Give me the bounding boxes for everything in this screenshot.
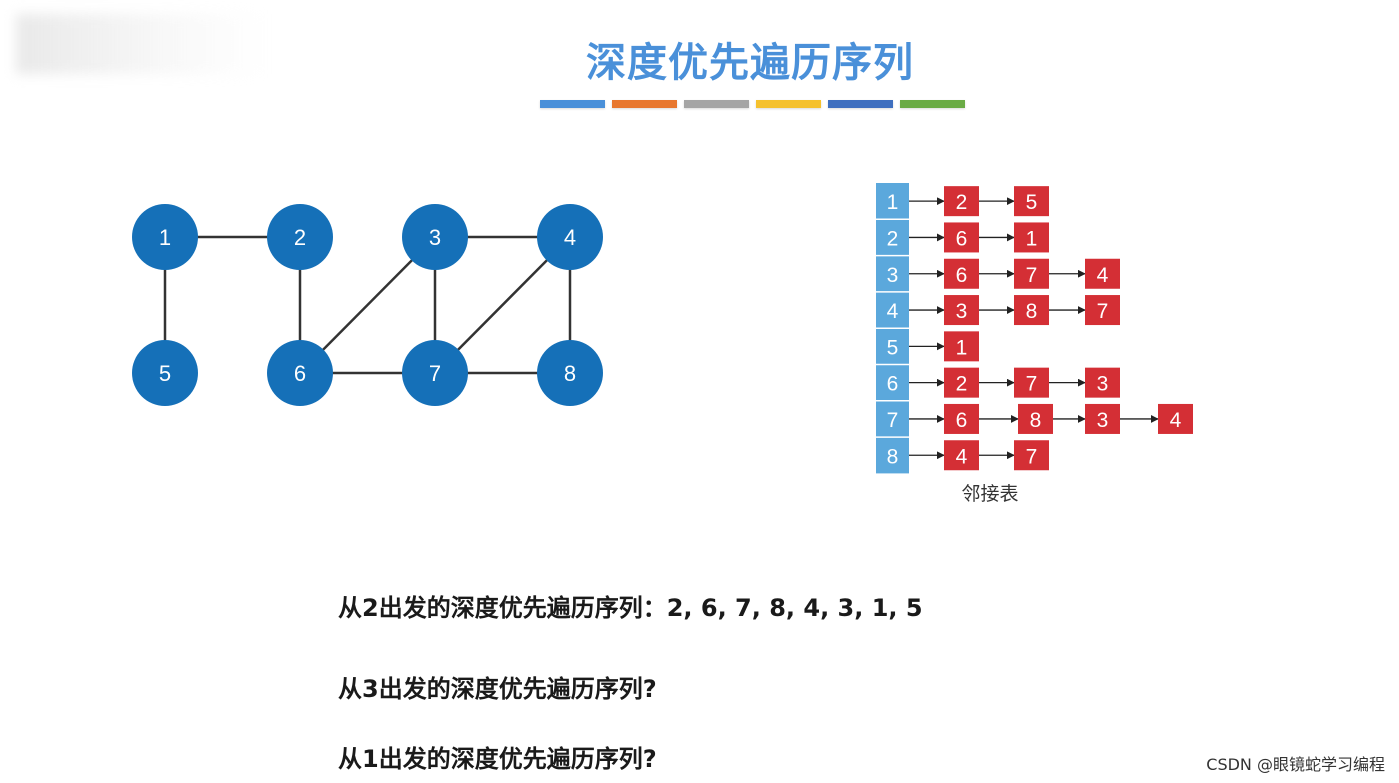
adjacency-cell-label: 2 [956, 373, 968, 396]
color-bar-segment [828, 100, 893, 108]
adjacency-cell [1085, 403, 1120, 434]
adjacency-cell-label: 6 [956, 264, 968, 287]
adjacency-head-label: 1 [887, 191, 899, 214]
adjacency-cell [944, 331, 979, 362]
adjacency-cell-label: 3 [1097, 409, 1109, 432]
adjacency-cell [1014, 222, 1049, 253]
adjacency-cell [944, 440, 979, 471]
node-label: 6 [294, 361, 306, 386]
color-bar-segment [756, 100, 821, 108]
adjacency-head-label: 6 [887, 373, 899, 396]
graph-node: 6 [267, 340, 333, 406]
adjacency-cell [1085, 295, 1120, 326]
adjacency-cell [1014, 440, 1049, 471]
adjacency-cell [1014, 186, 1049, 217]
adjacency-cell-label: 7 [1026, 445, 1038, 468]
graph-edges [163, 235, 572, 375]
adjacency-cell-label: 6 [956, 227, 968, 250]
adjacency-cell-label: 4 [1170, 409, 1182, 432]
adjacency-cell-label: 8 [1026, 300, 1038, 323]
adjacency-cell [944, 186, 979, 217]
node-circle [267, 340, 333, 406]
adjacency-cell [1158, 403, 1193, 434]
adjacency-cell-label: 7 [1026, 373, 1038, 396]
graph-node: 2 [267, 204, 333, 270]
node-circle [537, 340, 603, 406]
adjacency-cell [1014, 295, 1049, 326]
question-from-3: 从3出发的深度优先遍历序列? [338, 675, 657, 703]
color-bar-segment [900, 100, 965, 108]
graph-node: 8 [537, 340, 603, 406]
adjacency-head-label: 7 [887, 409, 899, 432]
graph-node: 1 [132, 204, 198, 270]
adjacency-cell [1018, 403, 1053, 434]
adjacency-cell-label: 7 [1097, 300, 1109, 323]
adjacency-cell-label: 6 [956, 409, 968, 432]
adjacency-row: 1 2 5 [887, 186, 1049, 217]
node-circle [267, 204, 333, 270]
node-circle [537, 204, 603, 270]
adjacency-cell [1014, 367, 1049, 398]
adjacency-cell-label: 7 [1026, 264, 1038, 287]
node-label: 8 [564, 361, 576, 386]
adjacency-row: 4 3 8 7 [876, 291, 1120, 326]
color-bar-segment [684, 100, 749, 108]
blurred-watermark [16, 14, 266, 74]
node-label: 4 [564, 225, 576, 250]
adjacency-cell [944, 295, 979, 326]
adjacency-cell-label: 5 [1026, 191, 1038, 214]
node-label: 1 [159, 225, 171, 250]
graph-node: 5 [132, 340, 198, 406]
adjacency-cell [944, 367, 979, 398]
adjacency-caption: 邻接表 [961, 483, 1018, 505]
node-circle [132, 204, 198, 270]
question-from-1: 从1出发的深度优先遍历序列? [338, 745, 657, 773]
adjacency-cell-label: 8 [1030, 409, 1042, 432]
adjacency-cell-label: 3 [956, 300, 968, 323]
adjacency-cell [1085, 258, 1120, 289]
node-label: 7 [429, 361, 441, 386]
decorative-color-bar [540, 100, 965, 108]
adjacency-cell-label: 3 [1097, 373, 1109, 396]
adjacency-cell [1085, 367, 1120, 398]
color-bar-segment [540, 100, 605, 108]
adjacency-head-label: 3 [887, 264, 899, 287]
adjacency-head-label: 2 [887, 227, 899, 250]
adjacency-row: 8 4 7 [876, 436, 1049, 471]
adjacency-cell [944, 258, 979, 289]
adjacency-cell-label: 2 [956, 191, 968, 214]
node-circle [132, 340, 198, 406]
color-bar-segment [612, 100, 677, 108]
question-from-2: 从2出发的深度优先遍历序列：2, 6, 7, 8, 4, 3, 1, 5 [338, 594, 923, 622]
adjacency-row: 3 6 7 4 [876, 254, 1120, 289]
graph-node: 4 [537, 204, 603, 270]
node-circle [402, 340, 468, 406]
graph-node: 7 [402, 340, 468, 406]
adjacency-head-label: 4 [887, 300, 899, 323]
adjacency-head-label: 5 [887, 336, 899, 359]
adjacency-row: 6 2 7 3 [876, 363, 1120, 398]
node-circle [402, 204, 468, 270]
node-label: 3 [429, 225, 441, 250]
adjacency-cell-label: 4 [1097, 264, 1109, 287]
node-label: 2 [294, 225, 306, 250]
adjacency-cell-label: 1 [956, 336, 968, 359]
adjacency-cell-label: 4 [956, 445, 968, 468]
adjacency-cell [944, 403, 979, 434]
adjacency-cell-label: 1 [1026, 227, 1038, 250]
adjacency-row: 2 6 1 [876, 218, 1049, 253]
adjacency-cell [944, 222, 979, 253]
footer-credit: CSDN @眼镜蛇学习编程 [1206, 755, 1385, 774]
adjacency-row: 7 6 8 3 4 [876, 400, 1193, 434]
graph-nodes: 1 2 3 4 5 6 7 8 [132, 204, 603, 406]
page-title: 深度优先遍历序列 [586, 40, 914, 86]
node-label: 5 [159, 361, 171, 386]
graph-node: 3 [402, 204, 468, 270]
adjacency-cell [1014, 258, 1049, 289]
adjacency-head-label: 8 [887, 445, 899, 468]
